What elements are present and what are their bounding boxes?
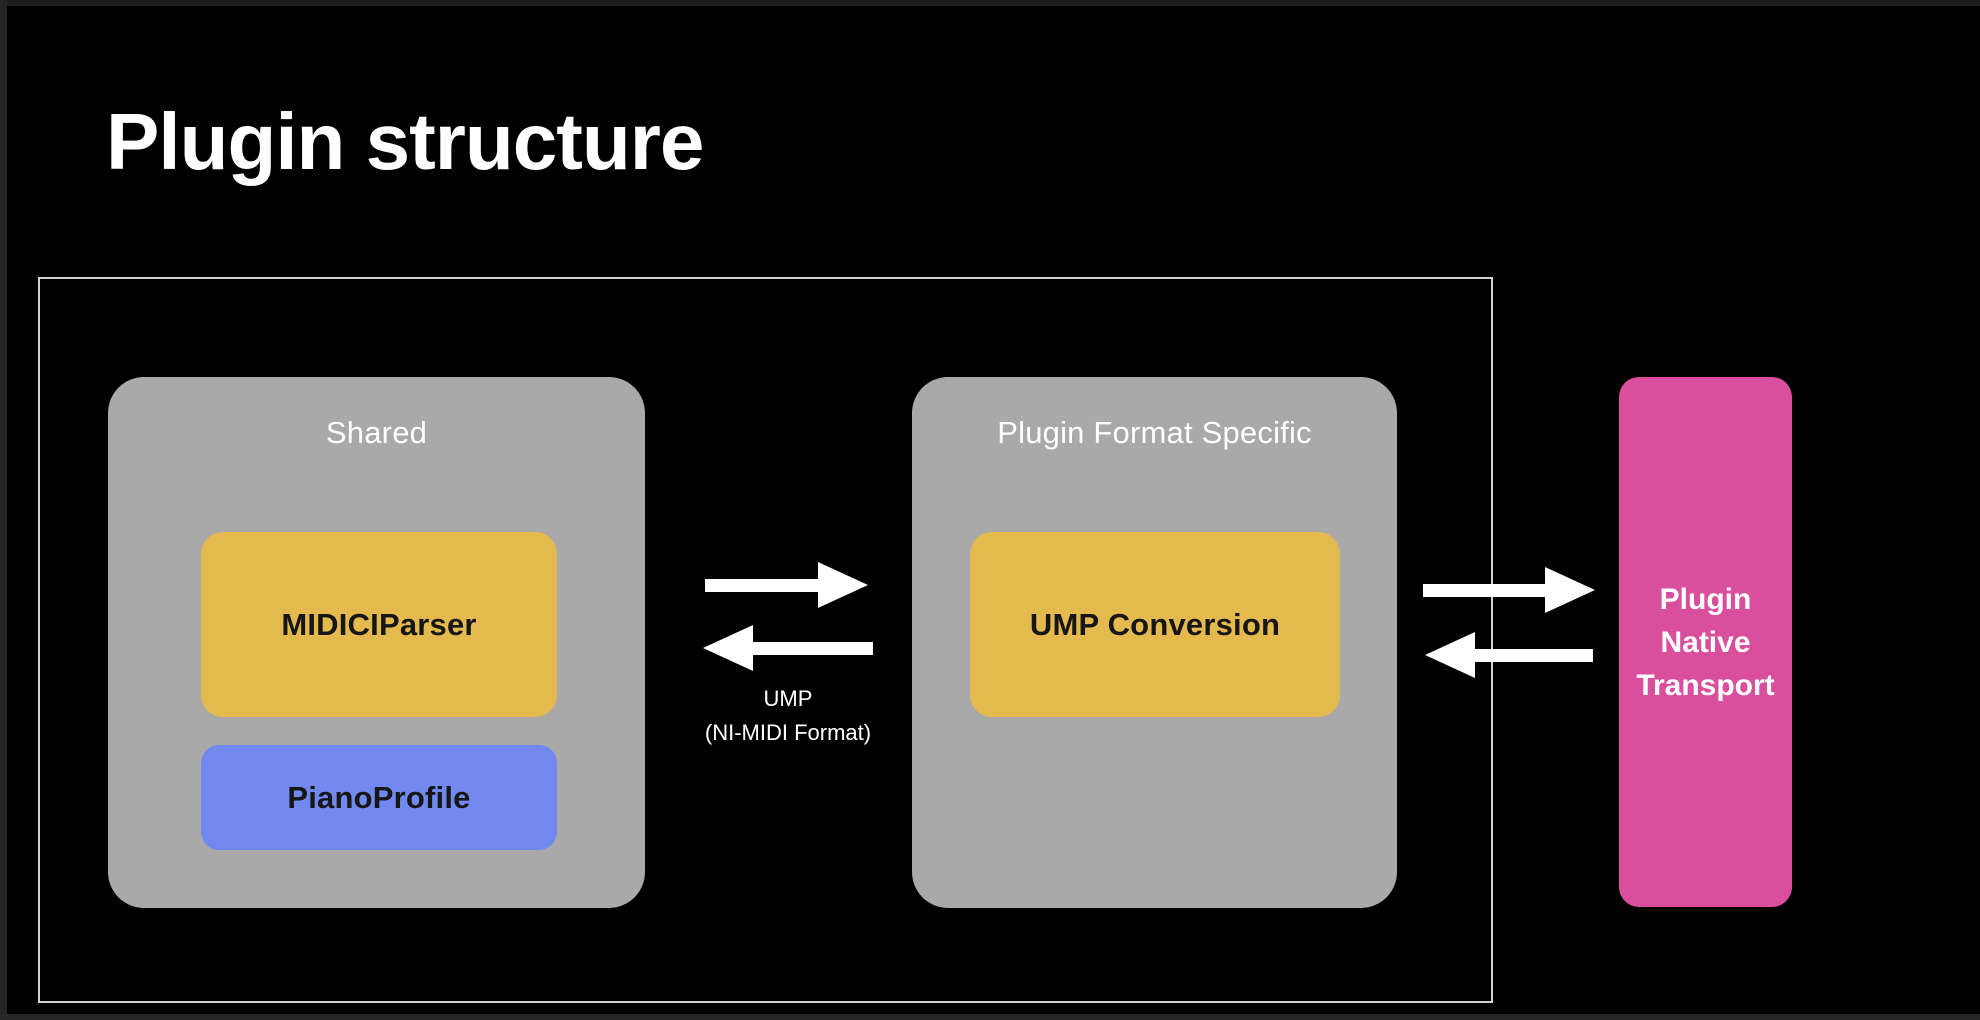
module-ump-conversion: UMP Conversion — [970, 532, 1340, 717]
page-title: Plugin structure — [106, 96, 704, 186]
arrow-shaft — [705, 578, 818, 592]
arrowhead-right — [818, 562, 868, 608]
screen-edge-bottom — [0, 1014, 1980, 1020]
ump-link-label-line2: (NI-MIDI Format) — [704, 720, 872, 745]
arrow-left-icon — [1425, 632, 1593, 678]
arrowhead-left — [703, 625, 753, 671]
arrow-shaft — [1423, 583, 1545, 597]
arrow-right-icon — [705, 562, 868, 608]
screen-edge-top — [0, 0, 1980, 6]
ump-link-label-line1: UMP — [763, 686, 813, 711]
ump-link-label: UMP (NI-MIDI Format) — [663, 682, 913, 750]
arrowhead-right — [1545, 567, 1595, 613]
group-label-shared: Shared — [325, 415, 428, 450]
module-midiciparser: MIDICIParser — [201, 532, 557, 717]
arrow-left-icon — [703, 625, 873, 671]
arrow-shaft — [1475, 648, 1593, 662]
arrow-right-icon — [1423, 567, 1595, 613]
group-label-plugin-format-specific: Plugin Format Specific — [997, 415, 1312, 450]
module-pianoprofile: PianoProfile — [201, 745, 557, 850]
screen-edge-left — [0, 0, 7, 1020]
module-plugin-native-transport: Plugin Native Transport — [1619, 377, 1792, 907]
host-container-outline — [38, 277, 1493, 1003]
arrowhead-left — [1425, 632, 1475, 678]
arrow-shaft — [753, 641, 873, 655]
